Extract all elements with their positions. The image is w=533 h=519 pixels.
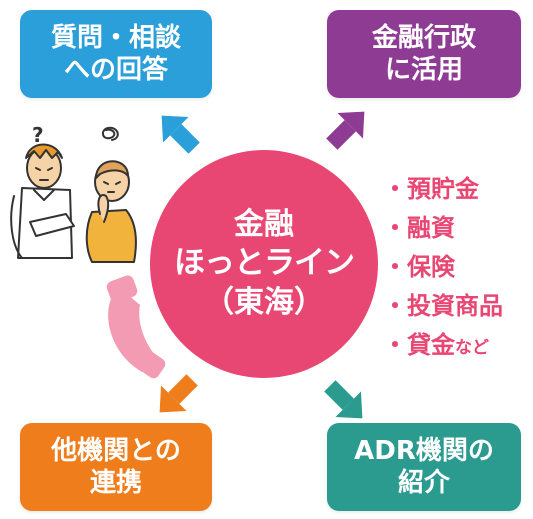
- arrow-down-left-icon: [159, 374, 198, 413]
- product-item: ・預貯金: [383, 170, 503, 209]
- center-line3: （東海）: [204, 284, 324, 320]
- product-item: ・融資: [383, 209, 503, 248]
- hotline-center-circle: 金融 ほっとライン （東海）: [150, 150, 378, 378]
- product-bullet: ・: [383, 214, 407, 242]
- svg-text:?: ?: [32, 123, 44, 147]
- consultation-box-line2: への回答: [63, 55, 168, 85]
- adr-box-line2: 紹介: [397, 468, 450, 498]
- product-bullet: ・: [383, 292, 407, 320]
- adr-box: ADR機関の 紹介: [327, 423, 521, 511]
- product-item: ・投資商品: [383, 287, 503, 326]
- product-bullet: ・: [383, 175, 407, 203]
- center-line2: ほっとライン: [174, 245, 355, 282]
- arrow-up-right-icon: [326, 111, 365, 150]
- product-label: 投資商品: [407, 292, 503, 320]
- product-label: 保険: [407, 253, 455, 281]
- product-bullet: ・: [383, 331, 407, 359]
- product-label: 預貯金: [407, 175, 479, 203]
- adr-box-line1: ADR機関の: [354, 435, 494, 466]
- center-line1: 金融: [234, 206, 294, 242]
- other-agencies-box: 他機関との 連携: [20, 423, 212, 511]
- phone-handset-icon: [106, 275, 166, 379]
- arrow-down-right-icon: [324, 380, 363, 419]
- administration-box: 金融行政 に活用: [327, 10, 521, 98]
- other-agencies-box-line2: 連携: [89, 468, 142, 498]
- consultation-box-line1: 質問・相談: [50, 22, 181, 53]
- product-item: ・保険: [383, 248, 503, 287]
- product-list: ・預貯金 ・融資 ・保険 ・投資商品 ・貸金など: [383, 170, 503, 368]
- administration-box-line2: に活用: [384, 55, 463, 85]
- consultation-box: 質問・相談 への回答: [20, 10, 212, 98]
- product-label: 融資: [407, 214, 455, 242]
- product-suffix: など: [455, 338, 489, 358]
- worried-couple-illustration: ?: [10, 123, 137, 263]
- other-agencies-box-line1: 他機関との: [51, 435, 181, 466]
- product-label: 貸金: [407, 331, 455, 359]
- product-bullet: ・: [383, 253, 407, 281]
- administration-box-line1: 金融行政: [371, 22, 476, 53]
- arrow-up-left-icon: [161, 115, 200, 154]
- product-item: ・貸金など: [383, 326, 503, 368]
